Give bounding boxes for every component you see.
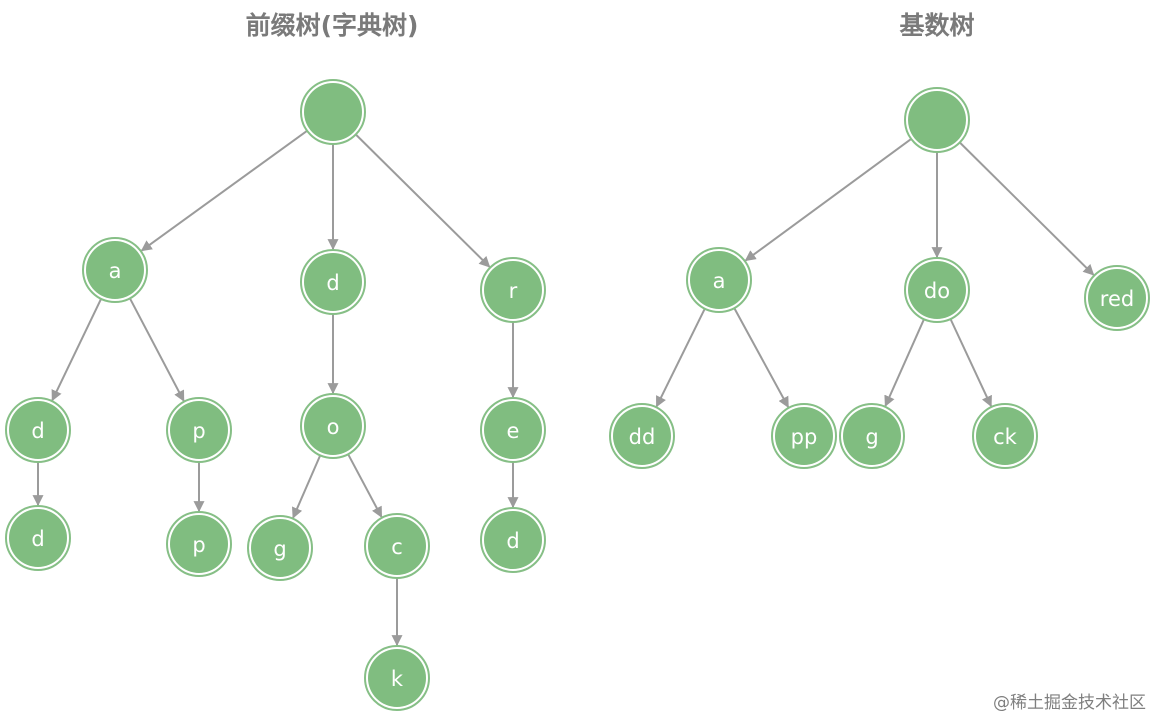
radix-node-6: g [839,403,905,469]
trie-edge-0-1 [140,129,308,252]
trie-node-2: d [300,249,366,315]
radix-node-label: g [865,425,878,449]
trie-node-circle [484,511,542,569]
trie-node-label: p [192,533,205,557]
radix-edge-0-3 [959,141,1095,276]
trie-node-13: k [364,645,430,711]
trie-node-label: d [31,419,44,443]
radix-edge-1-4 [655,308,706,408]
trie-node-label: d [31,527,44,551]
trie-node-label: k [391,667,404,691]
trie-edge-1-5 [129,297,185,402]
radix-edge-2-6 [884,318,925,407]
radix-node-circle [843,407,901,465]
trie-node-circle [484,261,542,319]
trie-node-7: e [480,397,546,463]
radix-node-circle [908,91,966,149]
trie-node-circle [170,401,228,459]
radix-node-label: ck [993,425,1018,449]
trie-node-label: r [509,279,518,303]
trie-node-11: c [364,513,430,579]
nodes-layer: a d r d p o e d p g c d k a do red dd pp g ck [5,79,1150,711]
radix-node-label: red [1100,287,1134,311]
radix-node-label: do [924,279,950,303]
trie-node-4: d [5,397,71,463]
trie-node-1: a [82,237,148,303]
trie-edge-6-10 [292,455,322,519]
trie-node-3: r [480,257,546,323]
trie-node-8: d [5,505,71,571]
radix-node-circle [775,407,833,465]
radix-node-5: pp [771,403,837,469]
edges-layer [32,129,1095,647]
radix-edge-0-1 [744,138,912,262]
radix-node-circle [1088,269,1146,327]
radix-node-1: a [686,247,752,313]
radix-node-4: dd [609,403,675,469]
radix-node-3: red [1084,265,1150,331]
trie-node-label: p [192,419,205,443]
radix-node-label: dd [629,425,656,449]
trie-node-circle [304,397,362,455]
trie-node-label: o [327,415,340,439]
trie-title: 前缀树(字典树) [246,11,419,40]
radix-node-circle [690,251,748,309]
trie-edge-6-11 [347,453,383,518]
trie-node-label: a [109,259,122,283]
trie-node-5: p [166,397,232,463]
trie-root-node [300,79,366,145]
trie-node-12: d [480,507,546,573]
radix-node-label: a [713,269,726,293]
trie-edge-0-3 [355,133,491,268]
trie-node-label: c [391,535,403,559]
trie-node-circle [368,517,426,575]
trie-edge-1-4 [51,298,103,402]
radix-node-circle [613,407,671,465]
trie-node-circle [9,401,67,459]
radix-edge-2-7 [949,318,993,408]
trie-node-circle [251,519,309,577]
trie-node-circle [368,649,426,707]
trie-node-10: g [247,515,313,581]
trie-node-label: g [273,537,286,561]
trie-node-circle [9,509,67,567]
radix-node-circle [908,261,966,319]
trie-node-label: e [507,419,520,443]
radix-node-circle [976,407,1034,465]
radix-tree-title: 基数树 [899,11,974,40]
trie-node-9: p [166,511,232,577]
trie-node-6: o [300,393,366,459]
trie-node-circle [86,241,144,299]
trie-node-circle [484,401,542,459]
trie-node-label: d [506,529,519,553]
radix-node-label: pp [791,425,818,449]
watermark: @稀土掘金技术社区 [993,693,1146,713]
trie-node-label: d [326,271,339,295]
trie-node-circle [170,515,228,573]
radix-edge-1-5 [733,307,790,408]
trie-node-circle [304,253,362,311]
radix-node-7: ck [972,403,1038,469]
radix-node-2: do [904,257,970,323]
trie-node-circle [304,83,362,141]
radix-root-node [904,87,970,153]
